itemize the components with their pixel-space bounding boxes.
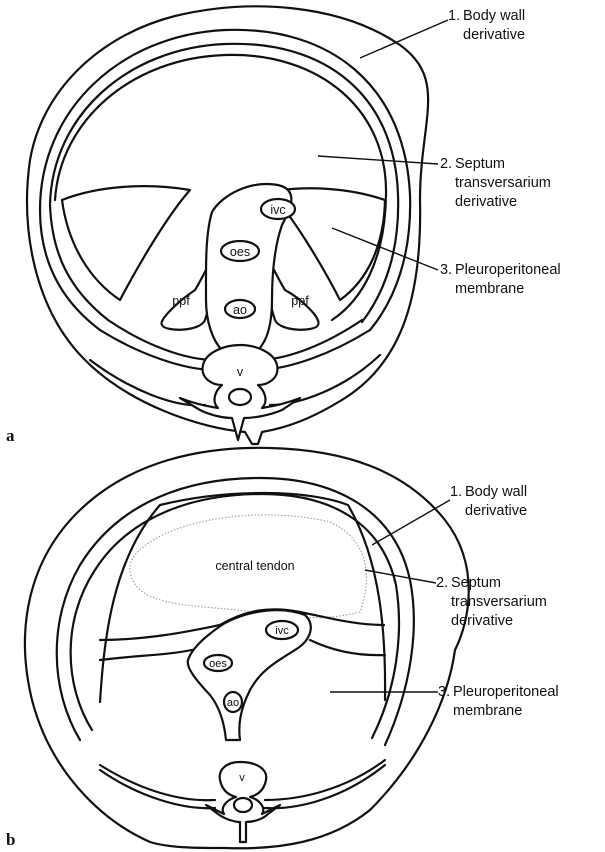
panel-b-label-2-line2: transversarium [451,594,547,610]
panel-a-ppf-right-label: ppf [291,294,309,308]
panel-b-label-3-line2: membrane [453,703,522,719]
panel-b-crescent-right [265,760,385,808]
panel-a-label-3-line1: Pleuroperitoneal [455,262,561,278]
panel-b-oes-label: oes [209,658,227,670]
panel-a-oes-label: oes [230,245,250,259]
panel-b-label-2-number: 2. [436,575,448,591]
panel-b-ivc-label: ivc [275,625,289,637]
panel-a-label-2-line3: derivative [455,194,517,210]
panel-a-label-1-number: 1. [448,8,460,24]
panel-a-leader-1 [360,20,448,58]
panel-b-label-1-line2: derivative [465,503,527,519]
panel-b-ppm-line-right [310,640,385,655]
panel-a-ppf-left-label: ppf [172,294,190,308]
panel-b: central tendon ivc oes ao v 1. Body wall… [6,448,559,849]
panel-a-leader-3 [332,228,438,270]
panel-a-label-3-line2: membrane [455,281,524,297]
panel-a-letter: a [6,426,15,445]
panel-a-label-1-line1: Body wall [463,8,525,24]
panel-a-label-2-line2: transversarium [455,175,551,191]
panel-a-label-3-number: 3. [440,262,452,278]
panel-a-ao-label: ao [233,303,247,317]
panel-b-vertebra-label: v [239,772,245,784]
panel-b-spinal-canal [234,798,252,812]
panel-b-leader-1 [372,500,450,545]
panel-b-crescent-left [100,765,215,808]
panel-a-ivc-label: ivc [270,203,285,217]
panel-b-label-3-line1: Pleuroperitoneal [453,684,559,700]
panel-a: ivc oes ao ppf ppf v 1. Body wall deriva… [6,6,561,445]
panel-b-central-tendon-label: central tendon [215,559,294,573]
panel-a-crescent-right [270,355,380,405]
panel-a-leader-2 [318,156,438,164]
panel-a-ppm-left [62,186,190,300]
panel-b-label-2-line3: derivative [451,613,513,629]
panel-a-label-1-line2: derivative [463,27,525,43]
panel-b-letter: b [6,830,15,849]
panel-a-vertebra-label: v [237,365,244,379]
panel-a-spinal-canal [229,389,251,405]
panel-b-label-1-number: 1. [450,484,462,500]
panel-b-label-3-number: 3. [438,684,450,700]
panel-b-label-2-line1: Septum [451,575,501,591]
panel-a-label-2-line1: Septum [455,156,505,172]
panel-b-ppm-line-left [100,648,200,660]
panel-b-label-1-line1: Body wall [465,484,527,500]
panel-a-label-2-number: 2. [440,156,452,172]
panel-b-ao-label: ao [227,697,239,709]
